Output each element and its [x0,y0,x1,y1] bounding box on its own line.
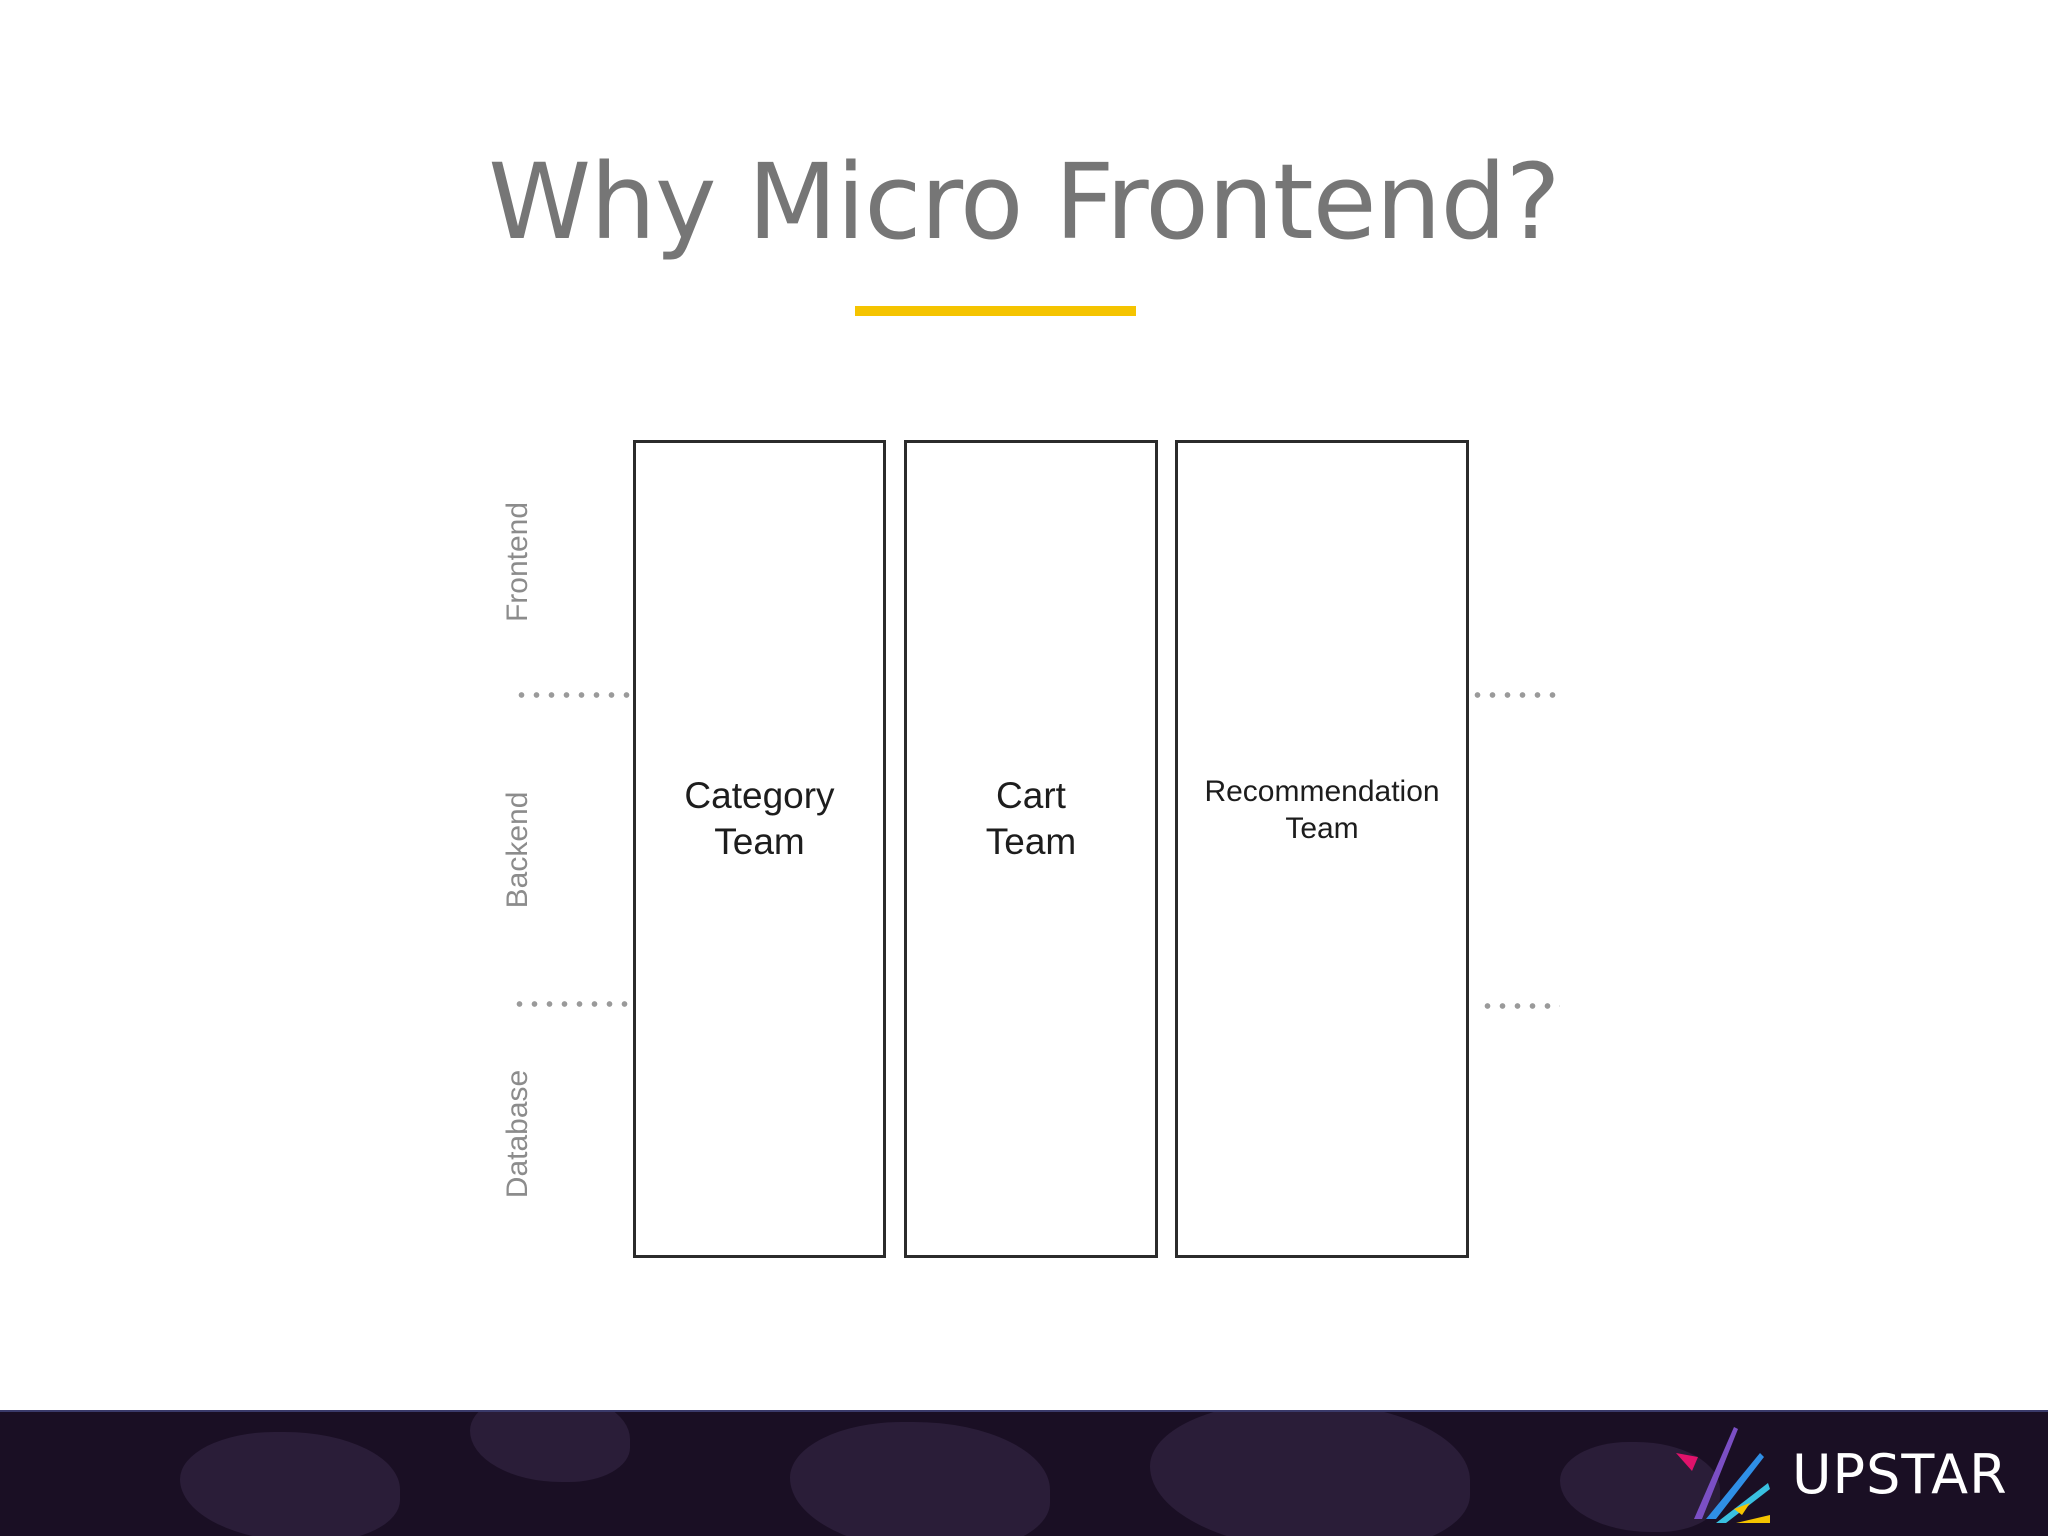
separator-dots-bottom-left [512,1001,632,1007]
layer-label-database: Database [501,1069,534,1199]
team-box-cart: Cart Team [904,440,1158,1258]
world-map-shape [180,1432,400,1536]
footer-band [0,1410,2048,1536]
logo-text: UPSTAR [1792,1442,2008,1506]
upstar-logo: UPSTAR [1672,1424,2008,1524]
team-name-cart: Cart Team [985,775,1077,862]
world-map-shape [790,1422,1050,1536]
separator-dots-top-right [1470,692,1562,698]
title-underline [855,306,1136,316]
team-name-category: Category Team [684,775,835,862]
team-name-recommendation: Recommendation Team [1204,775,1440,845]
world-map-shape [470,1412,630,1482]
upstar-star-burst-icon [1676,1427,1770,1523]
team-box-recommendation: Recommendation Team [1175,440,1469,1258]
separator-dots-bottom-right [1480,1003,1560,1009]
slide-title: Why Micro Frontend? [488,141,1560,263]
team-box-category: Category Team [633,440,886,1258]
layer-label-backend: Backend [501,791,534,909]
separator-dots-top-left [514,692,634,698]
layer-label-frontend: Frontend [501,501,534,623]
world-map-shape [1150,1412,1470,1536]
